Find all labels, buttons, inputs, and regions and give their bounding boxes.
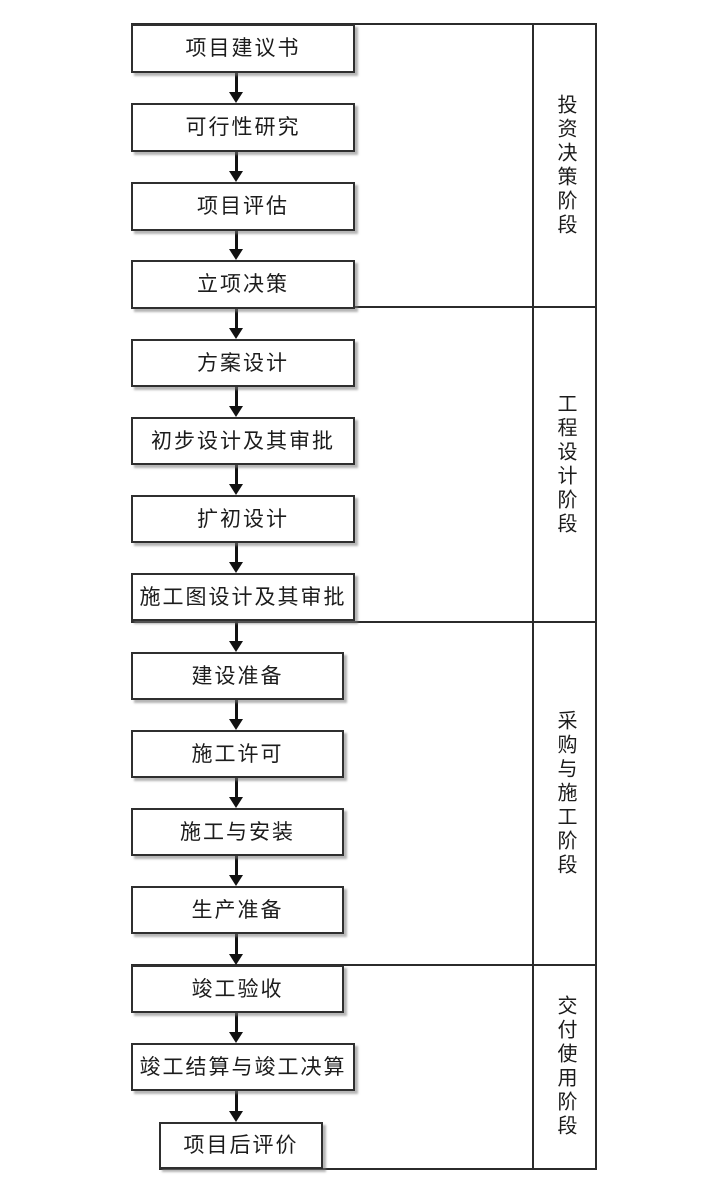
phase-cell-delivery-use: 交付使用阶段 — [534, 966, 595, 1168]
connector-arrow-11-12 — [228, 856, 244, 886]
connector-arrow-9-10 — [228, 700, 244, 730]
process-box-step-3[interactable]: 项目评估 — [131, 182, 355, 231]
phase-label: 投资决策阶段 — [554, 93, 576, 238]
phase-cell-procurement-construction: 采购与施工阶段 — [534, 623, 595, 964]
frame-top-border — [131, 23, 597, 25]
phase-cell-investment-decision: 投资决策阶段 — [534, 25, 595, 306]
phase-divider-2 — [131, 621, 597, 623]
connector-arrow-1-2 — [228, 73, 244, 103]
phase-label: 工程设计阶段 — [554, 392, 576, 537]
phase-divider-1 — [131, 306, 597, 308]
process-box-label: 项目评估 — [197, 194, 289, 218]
connector-arrow-5-6 — [228, 387, 244, 417]
process-box-step-12[interactable]: 生产准备 — [131, 886, 344, 934]
phase-label: 采购与施工阶段 — [554, 709, 576, 878]
connector-arrow-4-5 — [228, 309, 244, 339]
process-box-step-2[interactable]: 可行性研究 — [131, 103, 355, 152]
process-box-label: 项目建议书 — [185, 36, 301, 60]
process-box-label: 建设准备 — [191, 663, 284, 688]
process-box-label: 施工图设计及其审批 — [139, 584, 347, 609]
connector-arrow-3-4 — [228, 231, 244, 260]
process-box-label: 可行性研究 — [185, 115, 301, 139]
process-box-label: 生产准备 — [191, 897, 284, 922]
process-box-label: 项目后评价 — [183, 1133, 299, 1157]
phase-cell-engineering-design: 工程设计阶段 — [534, 308, 595, 621]
process-box-step-6[interactable]: 初步设计及其审批 — [131, 417, 355, 465]
connector-arrow-8-9 — [228, 621, 244, 652]
process-box-step-4[interactable]: 立项决策 — [131, 260, 355, 309]
connector-arrow-12-13 — [228, 934, 244, 965]
process-box-label: 立项决策 — [197, 272, 289, 296]
phase-label: 交付使用阶段 — [554, 995, 576, 1139]
process-box-step-1[interactable]: 项目建议书 — [131, 24, 355, 73]
process-box-step-5[interactable]: 方案设计 — [131, 339, 355, 387]
process-box-label: 竣工结算与竣工决算 — [139, 1054, 347, 1079]
connector-arrow-6-7 — [228, 465, 244, 495]
process-box-label: 方案设计 — [197, 350, 289, 375]
connector-arrow-13-14 — [228, 1013, 244, 1043]
connector-arrow-14-15 — [228, 1091, 244, 1122]
process-box-label: 扩初设计 — [197, 506, 289, 531]
connector-arrow-2-3 — [228, 152, 244, 182]
process-box-label: 初步设计及其审批 — [151, 428, 335, 453]
process-box-label: 竣工验收 — [191, 976, 284, 1001]
phase-column-divider — [532, 23, 534, 1170]
process-box-step-15[interactable]: 项目后评价 — [159, 1122, 323, 1169]
process-box-step-8[interactable]: 施工图设计及其审批 — [131, 573, 355, 621]
process-box-label: 施工许可 — [191, 741, 284, 766]
process-box-step-7[interactable]: 扩初设计 — [131, 495, 355, 543]
connector-arrow-10-11 — [228, 778, 244, 808]
frame-bottom-border — [159, 1168, 597, 1170]
process-box-step-13[interactable]: 竣工验收 — [131, 965, 344, 1013]
process-box-step-14[interactable]: 竣工结算与竣工决算 — [131, 1043, 355, 1091]
process-box-step-10[interactable]: 施工许可 — [131, 730, 344, 778]
process-box-step-9[interactable]: 建设准备 — [131, 652, 344, 700]
process-box-label: 施工与安装 — [180, 819, 295, 844]
process-box-step-11[interactable]: 施工与安装 — [131, 808, 344, 856]
frame-right-border — [595, 23, 597, 1170]
phase-divider-3 — [131, 964, 597, 966]
connector-arrow-7-8 — [228, 543, 244, 573]
